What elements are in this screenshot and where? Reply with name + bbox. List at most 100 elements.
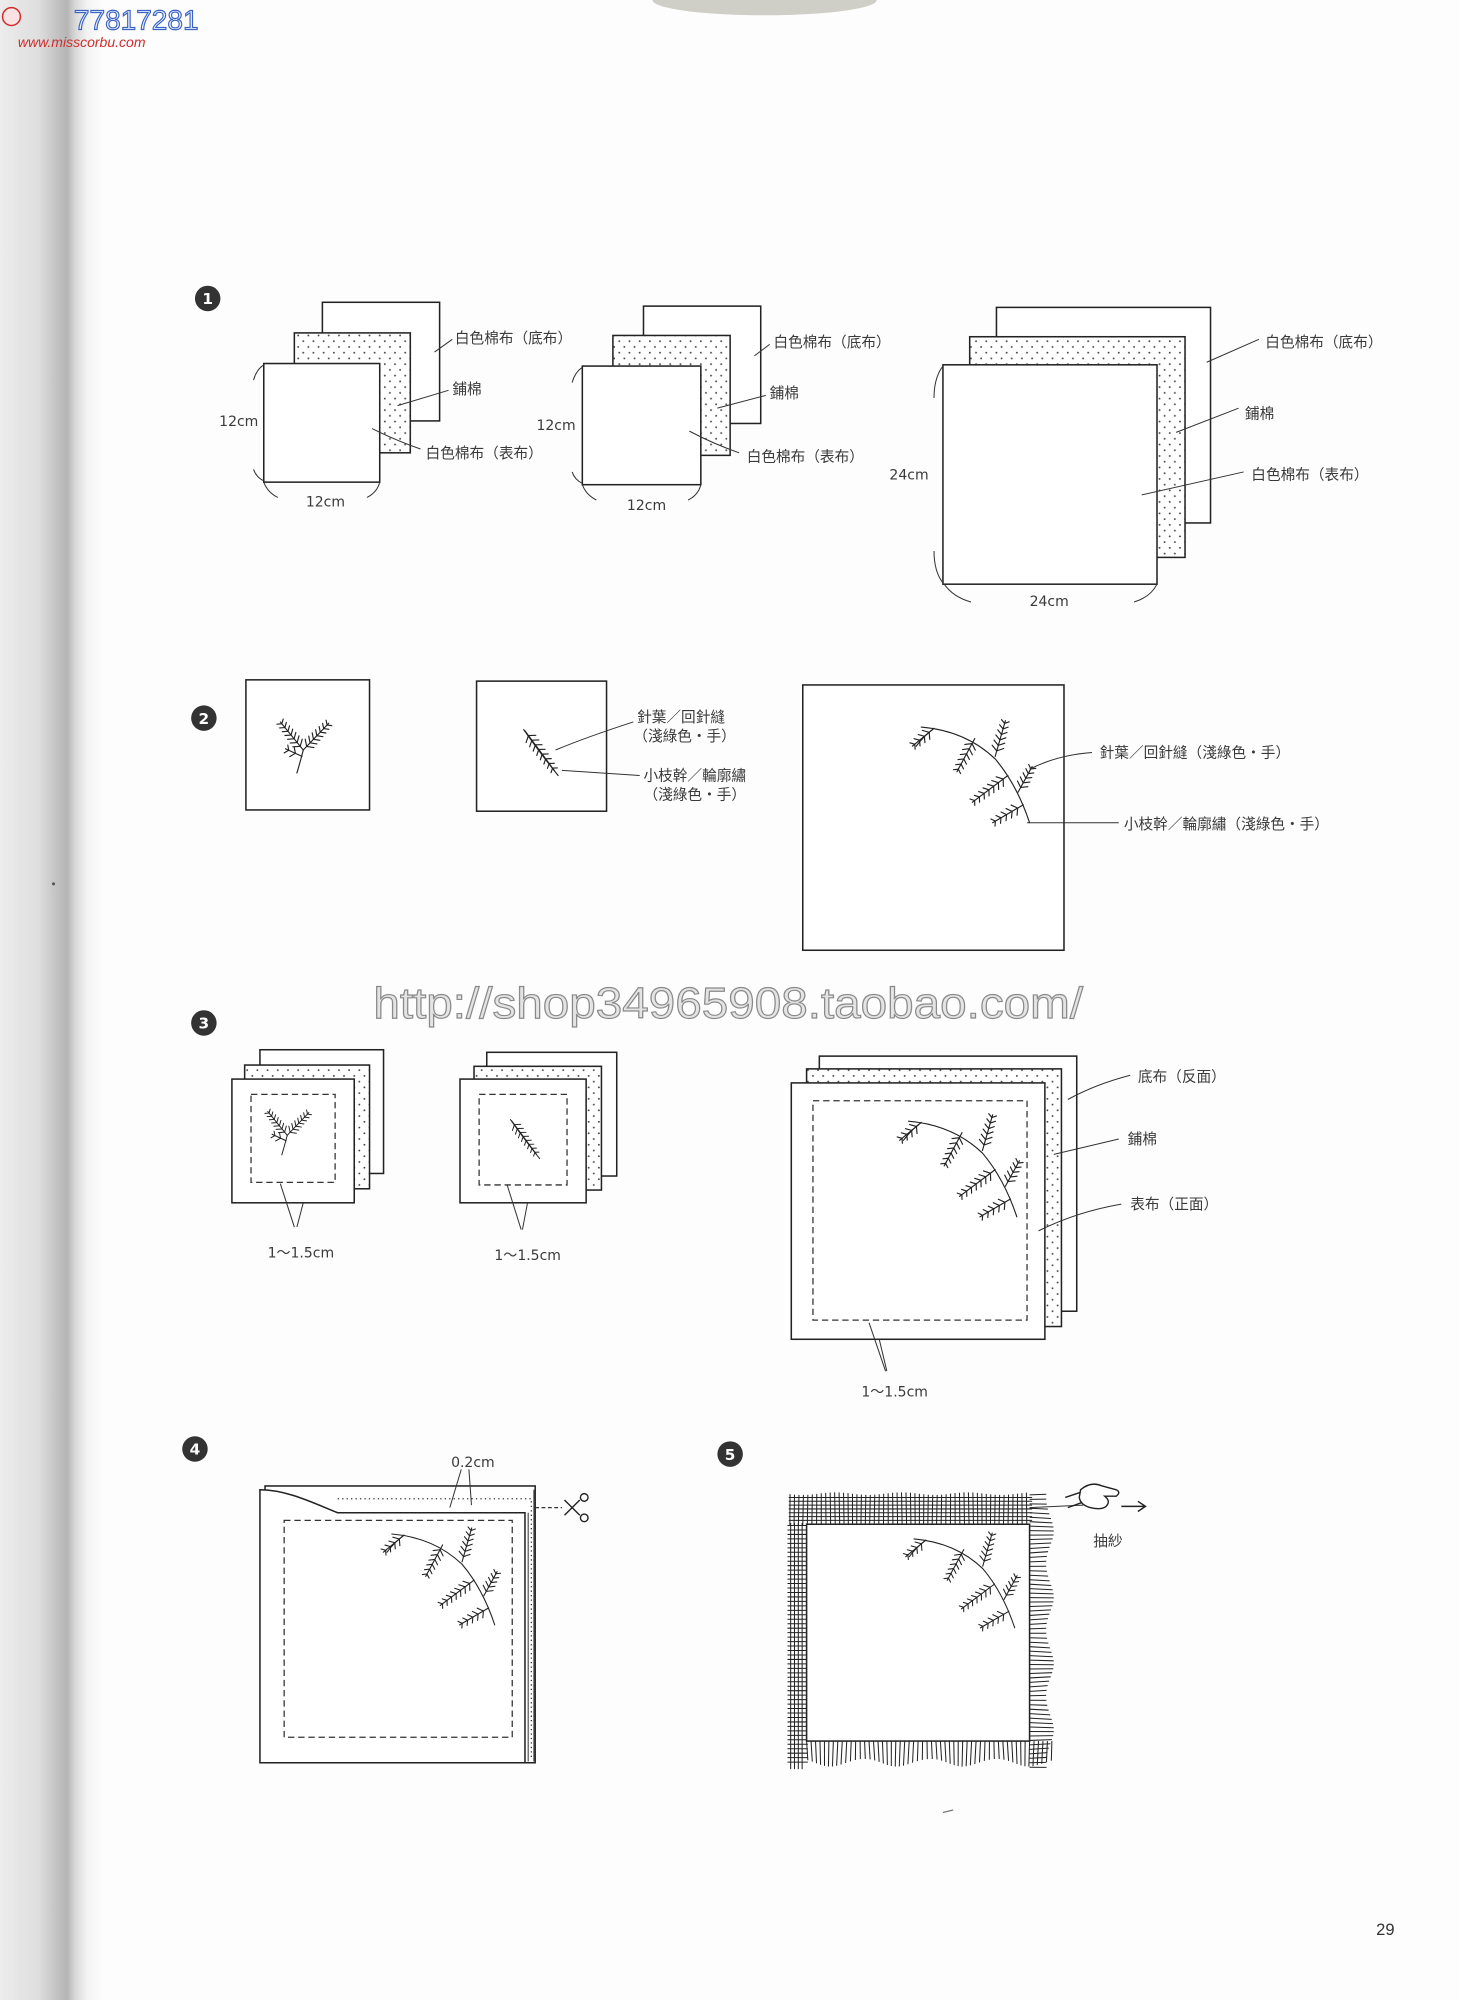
fray-thread <box>1029 1659 1054 1662</box>
pine-needle <box>913 738 921 741</box>
fray-thread <box>829 1492 832 1526</box>
step-2-marker: 2 <box>191 705 217 731</box>
quilting-line <box>283 1519 513 1738</box>
pine-needle <box>991 779 999 784</box>
pine-needle <box>429 1568 433 1575</box>
fray-thread <box>1032 1741 1035 1767</box>
pine-needle <box>293 731 297 740</box>
sprig-stem <box>391 1533 496 1626</box>
pine-sprig <box>509 1119 541 1160</box>
fray-thread <box>881 1741 884 1764</box>
pine-needle <box>1027 772 1035 775</box>
pine-needle <box>1022 781 1031 784</box>
pine-needle <box>458 1550 465 1558</box>
sprig-frond <box>960 1583 996 1610</box>
pine-needle <box>398 1538 401 1547</box>
fray-thread <box>1029 1704 1048 1706</box>
label-top-cloth: 白色棉布（表布） <box>426 445 543 462</box>
dimension-curve <box>571 366 702 501</box>
pine-needle <box>978 1174 987 1178</box>
pine-needle <box>434 1558 439 1566</box>
pine-needle <box>482 1584 487 1592</box>
pine-needle <box>998 1204 1000 1213</box>
label-front: 表布（正面） <box>1130 1196 1218 1213</box>
pine-needle <box>463 1536 469 1542</box>
pine-needle <box>949 1563 957 1566</box>
pine-needle <box>521 1135 524 1143</box>
pine-needle <box>951 1137 960 1140</box>
pine-needle <box>1015 1158 1019 1164</box>
step-number: 5 <box>725 1446 736 1464</box>
pine-needle <box>482 1610 484 1619</box>
pine-needle <box>1005 1593 1014 1596</box>
fray-thread <box>965 1741 968 1767</box>
fray-thread <box>1028 1741 1031 1767</box>
pine-needle <box>437 1601 444 1605</box>
pine-needle <box>1020 786 1029 789</box>
step-number: 1 <box>202 290 213 308</box>
pine-needle <box>944 1152 952 1155</box>
quilting-line <box>478 1093 568 1186</box>
pine-needle <box>431 1563 436 1570</box>
step-3-marker: 3 <box>191 1010 217 1036</box>
pine-needle <box>961 1188 968 1192</box>
label-top-cloth: 白色棉布（表布） <box>1251 467 1368 484</box>
pine-needle <box>550 767 554 774</box>
pine-needle <box>955 1142 961 1150</box>
pine-needle <box>980 1133 987 1141</box>
pine-needle <box>960 763 965 770</box>
pine-needle <box>311 732 315 740</box>
pine-needle <box>454 1587 462 1591</box>
fray-thread <box>1029 1672 1053 1674</box>
layer-stack-small-a: 白色棉布（底布） 鋪棉 白色棉布（表布） 12cm 12cm <box>219 301 572 510</box>
fray-thread <box>1029 1521 1053 1524</box>
pine-needle <box>458 1584 466 1588</box>
pine-needle <box>289 741 298 744</box>
pine-needle <box>299 738 303 747</box>
fray-thread <box>1029 1551 1049 1554</box>
pine-needle <box>968 748 973 756</box>
pine-needle <box>323 727 330 730</box>
fray-thread <box>997 1741 1000 1760</box>
pine-needle <box>969 1181 977 1185</box>
fray-thread <box>1029 1722 1053 1725</box>
leader-line <box>449 1469 472 1508</box>
pine-needle <box>380 1548 387 1551</box>
pine-needle <box>1000 731 1008 735</box>
fray-thread <box>806 1741 809 1761</box>
pine-needle <box>304 738 308 748</box>
pine-needle <box>984 1136 993 1141</box>
pine-needle <box>982 1170 991 1174</box>
pine-needle <box>426 1573 430 1579</box>
dimension-curve <box>253 364 381 498</box>
scan-shadow <box>652 0 877 16</box>
fray-thread <box>864 1494 867 1526</box>
pine-needle <box>1010 804 1019 809</box>
pine-needle <box>546 762 550 769</box>
pine-needle <box>917 733 925 737</box>
top-cloth <box>259 1489 526 1764</box>
sprig-stem <box>281 1134 288 1156</box>
page-number: 29 <box>1376 1920 1394 1939</box>
sprig-frond <box>905 1539 927 1558</box>
fray-thread <box>1029 1579 1050 1582</box>
layer-edges <box>527 1489 535 1762</box>
fray-thread <box>819 1741 822 1765</box>
pine-needle <box>996 747 1005 752</box>
pine-needle <box>961 748 970 751</box>
pine-needle <box>426 1563 433 1566</box>
fray-thread <box>1029 1516 1052 1520</box>
pine-needle <box>906 1549 913 1552</box>
pine-needle <box>490 1572 495 1579</box>
fray-thread <box>1011 1741 1014 1763</box>
dimension-height: 12cm <box>536 418 575 434</box>
pine-needle <box>942 1157 949 1160</box>
pine-needle <box>465 1543 473 1547</box>
sprig-frond <box>279 721 304 751</box>
top-cloth <box>942 364 1158 585</box>
pine-needle <box>532 744 536 752</box>
fray-thread <box>1029 1560 1047 1563</box>
pine-needle <box>432 1549 441 1552</box>
fray-thread <box>901 1492 903 1526</box>
pine-needle <box>956 1192 963 1196</box>
